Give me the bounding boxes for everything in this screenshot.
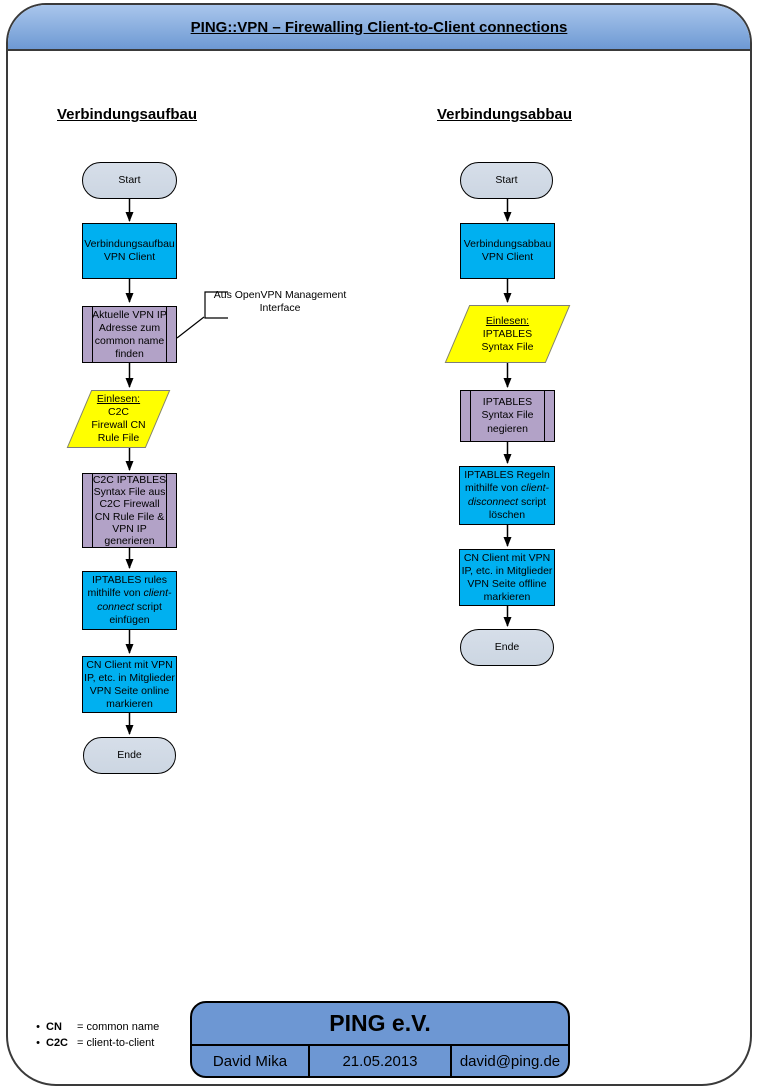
io-title: Einlesen: (96, 393, 141, 405)
bullet-icon: • (36, 1021, 40, 1033)
right-chart-heading: Verbindungsabbau (437, 106, 573, 123)
title-block-row: David Mika 21.05.2013 david@ping.de (192, 1046, 568, 1076)
node-label: Start (118, 174, 141, 186)
node-label: Ende (494, 641, 520, 653)
title-banner: PING::VPN – Firewalling Client-to-Client… (8, 5, 750, 51)
author-name: David Mika (212, 1052, 288, 1070)
node-label: Einlesen: IPTABLES Syntax File (445, 305, 570, 363)
right-process-disconnect-client: Verbindungsabbau VPN Client (460, 223, 555, 279)
right-process-delete-rules: IPTABLES Regeln mithilfe von client- dis… (459, 466, 555, 525)
document-date: 21.05.2013 (308, 1046, 452, 1076)
left-predefined-find-ip: Aktuelle VPN IP Adresse zum common name … (82, 306, 177, 363)
node-label: Ende (117, 749, 142, 761)
node-label: IPTABLES Syntax File negieren (481, 395, 534, 435)
right-io-read-syntax-file: Einlesen: IPTABLES Syntax File (444, 305, 571, 363)
io-title: Einlesen: (485, 314, 530, 327)
left-io-read-rule-file: Einlesen: C2C Firewall CN Rule File (66, 390, 171, 448)
node-label: Einlesen: C2C Firewall CN Rule File (67, 390, 170, 448)
right-predefined-negate: IPTABLES Syntax File negieren (460, 390, 555, 442)
right-start-terminator: Start (460, 162, 553, 199)
node-label: C2C IPTABLES Syntax File aus C2C Firewal… (92, 473, 167, 548)
label-part-italic: client- disconnect (467, 482, 550, 508)
io-body: C2C Firewall CN Rule File (91, 406, 146, 444)
node-label: Verbindungsabbau VPN Client (463, 238, 552, 263)
label-part-italic: client- connect (97, 587, 172, 613)
page-frame: PING::VPN – Firewalling Client-to-Client… (6, 3, 752, 1086)
legend-definition: = client-to-client (77, 1037, 155, 1049)
legend-item-c2c: • C2C = client-to-client (30, 1035, 159, 1051)
label-part: IPTABLES Regeln mithilfe von (464, 468, 550, 495)
node-label: Start (495, 174, 518, 186)
node-label: CN Client mit VPN IP, etc. in Mitglieder… (84, 658, 175, 710)
openvpn-annotation: Aus OpenVPN Management Interface (213, 289, 347, 314)
left-chart-heading: Verbindungsaufbau (57, 106, 198, 123)
left-predefined-generate: C2C IPTABLES Syntax File aus C2C Firewal… (82, 473, 177, 548)
author-email: david@ping.de (459, 1052, 561, 1070)
left-process-mark-online: CN Client mit VPN IP, etc. in Mitglieder… (82, 656, 177, 713)
left-process-connect-client: Verbindungsaufbau VPN Client (82, 223, 177, 279)
node-label: Aktuelle VPN IP Adresse zum common name … (92, 308, 167, 360)
right-end-terminator: Ende (460, 629, 554, 666)
node-label: IPTABLES Regeln mithilfe von client- dis… (464, 469, 550, 523)
legend-definition: = common name (77, 1021, 160, 1033)
legend-item-cn: • CN = common name (30, 1019, 159, 1035)
organization-name: PING e.V. (192, 1003, 568, 1046)
io-body: IPTABLES Syntax File (481, 327, 534, 353)
node-label: Verbindungsaufbau VPN Client (84, 238, 175, 263)
right-process-mark-offline: CN Client mit VPN IP, etc. in Mitglieder… (459, 549, 555, 606)
page-title: PING::VPN – Firewalling Client-to-Client… (190, 18, 568, 36)
label-part: script löschen (488, 495, 547, 522)
left-end-terminator: Ende (83, 737, 176, 774)
bullet-icon: • (36, 1037, 40, 1049)
legend-term: CN (46, 1021, 62, 1033)
left-start-terminator: Start (82, 162, 177, 199)
label-part: IPTABLES rules mithilfe von (87, 573, 168, 600)
label-part: script einfügen (109, 600, 162, 627)
title-block: PING e.V. David Mika 21.05.2013 david@pi… (190, 1001, 570, 1078)
legend-term: C2C (46, 1037, 69, 1049)
node-label: CN Client mit VPN IP, etc. in Mitglieder… (461, 551, 553, 603)
left-process-insert-rules: IPTABLES rules mithilfe von client- conn… (82, 571, 177, 630)
node-label: IPTABLES rules mithilfe von client- conn… (87, 574, 171, 628)
legend: • CN = common name • C2C = client-to-cli… (30, 1019, 159, 1051)
